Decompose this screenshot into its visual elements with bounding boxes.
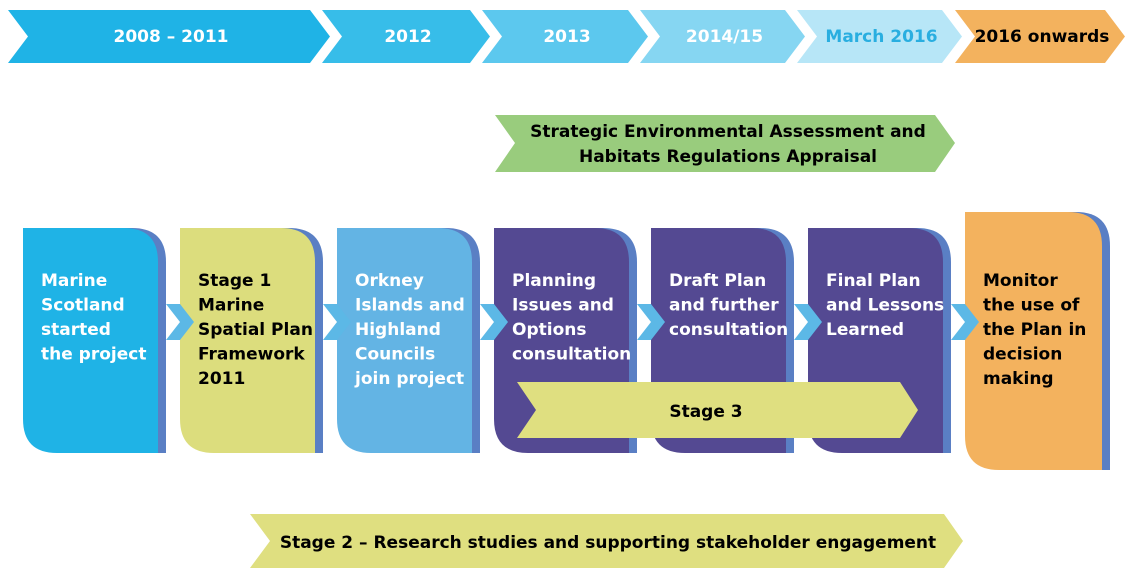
stage3-banner: Stage 3: [517, 382, 918, 438]
timeline-segment: 2013: [482, 10, 648, 63]
connector-chevron-icon: [794, 304, 822, 340]
stage-box-line: Marine: [41, 271, 107, 291]
timeline-segment: 2014/15: [640, 10, 805, 63]
stage-box-line: the project: [41, 345, 146, 365]
connector-chevron-icon: [323, 304, 351, 340]
timeline-segment: March 2016: [797, 10, 962, 63]
stage-box-line: consultation: [669, 320, 788, 340]
stage-box-line: Final Plan: [826, 271, 921, 291]
stage-box-line: Highland: [355, 320, 441, 340]
stage2-banner-arrow: [250, 514, 963, 568]
connector-chevron-icon: [951, 304, 979, 340]
stage-box-line: Learned: [826, 320, 904, 340]
stage-box-body: [337, 228, 472, 453]
timeline-segment: 2012: [322, 10, 490, 63]
stage-box-body: [23, 228, 158, 453]
stage-box-line: Issues and: [512, 296, 614, 316]
stage-box-line: Stage 1: [198, 271, 271, 291]
stage3-banner-arrow: [517, 382, 918, 438]
stage-box-line: Councils: [355, 345, 435, 365]
stage-box-body: [965, 212, 1102, 470]
timeline-label: 2014/15: [686, 27, 763, 47]
timeline-segment: 2016 onwards: [955, 10, 1125, 63]
stage2-banner-label: Stage 2 – Research studies and supportin…: [280, 533, 936, 553]
timeline-label: 2016 onwards: [975, 27, 1110, 47]
stage-box-line: consultation: [512, 345, 631, 365]
stage-box-line: and further: [669, 296, 779, 316]
connector-chevron-icon: [480, 304, 508, 340]
stage-box-line: Scotland: [41, 296, 125, 316]
stage3-banner-label: Stage 3: [669, 402, 742, 422]
timeline-segment: 2008 – 2011: [8, 10, 330, 63]
timeline-chevron: [797, 10, 962, 63]
stage-box-line: Draft Plan: [669, 271, 766, 291]
stage-box-line: Planning: [512, 271, 596, 291]
stage-box-line: the Plan in: [983, 320, 1086, 340]
stage-box-line: Islands and: [355, 296, 465, 316]
stage-box-body: [180, 228, 315, 453]
stage-box-line: Framework: [198, 345, 305, 365]
sea-banner-line: Strategic Environmental Assessment and: [530, 122, 926, 142]
stage-box-line: Spatial Plan: [198, 320, 313, 340]
stage-box-line: 2011: [198, 369, 245, 389]
sea-banner-line: Habitats Regulations Appraisal: [579, 147, 877, 167]
timeline-label: March 2016: [825, 27, 937, 47]
timeline-chevron: [322, 10, 490, 63]
stage-box: Monitor the use of the Plan in decision maki…: [965, 212, 1110, 470]
timeline-chevron: [8, 10, 330, 63]
sea-banner-arrow: [495, 115, 955, 172]
timeline-label: 2008 – 2011: [114, 27, 229, 47]
stage-box-line: started: [41, 320, 111, 340]
connector-chevron-icon: [166, 304, 194, 340]
stage-box-line: Options: [512, 320, 586, 340]
stage-box-line: the use of: [983, 296, 1080, 316]
timeline-chevron: [482, 10, 648, 63]
stage-box-line: Orkney: [355, 271, 424, 291]
timeline-label: 2013: [543, 27, 590, 47]
timeline-label: 2012: [384, 27, 431, 47]
connector-chevron-icon: [637, 304, 665, 340]
stage-box-line: decision: [983, 345, 1062, 365]
stage-box-line: and Lessons: [826, 296, 944, 316]
stage-box-line: join project: [354, 369, 464, 389]
stage2-banner: Stage 2 – Research studies and supportin…: [250, 514, 963, 568]
stage-box-line: Monitor: [983, 271, 1058, 291]
timeline-chevron: [640, 10, 805, 63]
timeline-row: 2008 – 2011 2012 2013 2014/15 March 2016 2016…: [8, 10, 1125, 63]
timeline-chevron: [955, 10, 1125, 63]
sea-hra-banner: Strategic Environmental Assessment andHa…: [495, 115, 955, 172]
stage-box-line: making: [983, 369, 1054, 389]
stage-box-line: Marine: [198, 296, 264, 316]
